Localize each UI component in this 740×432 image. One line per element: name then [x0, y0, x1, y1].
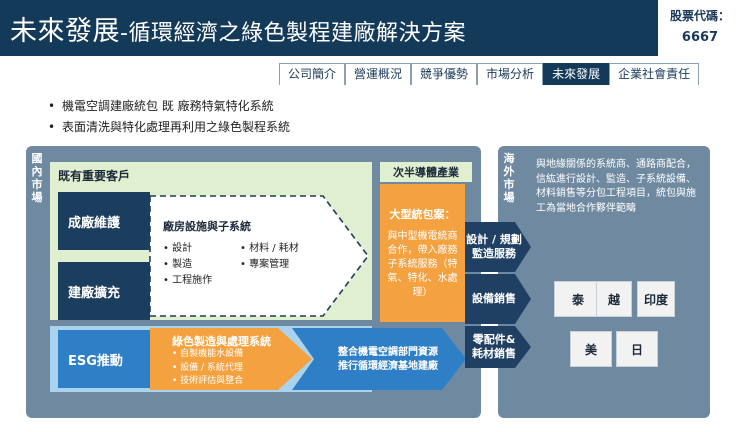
green-process-title: 綠色製造與處理系統	[172, 335, 271, 348]
stock-code-value: 6667	[681, 30, 719, 45]
bullet-list: 機電空調建廠統包 既 廠務特氣特化系統 表面清洗與特化處理再利用之綠色製程系統	[48, 96, 290, 138]
facility-title: 廠房設施與子系統	[163, 220, 251, 233]
country-india: 印度	[637, 281, 675, 317]
maintenance-box: 成廠維護	[58, 192, 150, 250]
existing-customers-title: 既有重要客戶	[58, 169, 131, 183]
tab-future-development[interactable]: 未來發展	[543, 63, 610, 85]
page-title: 未來發展-循環經濟之綠色製程建廠解決方案	[10, 16, 466, 47]
title-bar: 未來發展-循環經濟之綠色製程建廠解決方案	[0, 0, 656, 56]
facility-item: • 工程施作	[163, 275, 213, 286]
output-arrows	[465, 222, 531, 368]
country-thailand: 泰	[554, 281, 602, 317]
stock-code-label: 股票代碼：	[669, 9, 730, 23]
tab-company-intro[interactable]: 公司簡介	[279, 63, 346, 85]
tab-csr[interactable]: 企業社會責任	[609, 63, 700, 85]
output-design-supervision: 設計 / 規劃監造服務	[466, 233, 522, 260]
integration-arrow	[292, 328, 466, 390]
tab-operations[interactable]: 營運概況	[345, 63, 412, 85]
facility-item: • 製造	[163, 259, 193, 270]
green-process-arrow	[150, 328, 312, 390]
green-item: • 自製機能水設備	[172, 349, 244, 359]
tab-market-analysis[interactable]: 市場分析	[477, 63, 544, 85]
country-usa: 美	[570, 331, 612, 367]
country-japan: 日	[616, 331, 658, 367]
green-item: • 設備 / 系統代理	[172, 362, 243, 373]
facility-item: • 設計	[163, 243, 193, 254]
turnkey-box: 大型統包案： 與中型機電統商合作，帶入廠務子系統服務（特氣、特化、水處理）	[380, 184, 465, 322]
output-parts-sales: 零配件&耗材銷售	[472, 333, 516, 360]
turnkey-title: 大型統包案：	[389, 208, 456, 221]
facility-item: • 專案管理	[240, 259, 290, 270]
esg-box: ESG推動	[58, 330, 150, 388]
facility-arrow	[149, 195, 369, 317]
integration-text: 整合機電空調部門資源 推行循環經濟基地建廠	[338, 347, 438, 372]
bullet-item: 機電空調建廠統包 既 廠務特氣特化系統	[48, 96, 290, 117]
overseas-description: 與地緣關係的系統商、通路商配合，信紘進行設計、監造、子系統設備、材料銷售等分包工…	[536, 159, 696, 214]
bullet-item: 表面清洗與特化處理再利用之綠色製程系統	[48, 117, 290, 138]
stock-code-box: 股票代碼： 6667	[656, 0, 740, 56]
facility-col2: • 材料 / 耗材 • 專案管理	[240, 241, 299, 273]
overseas-market-label: 海外市場	[503, 152, 515, 204]
turnkey-desc: 與中型機電統商合作，帶入廠務子系統服務（特氣、特化、水處理）	[387, 231, 458, 298]
facility-item: • 材料 / 耗材	[240, 243, 299, 254]
section-tabs: 公司簡介 營運概況 競爭優勢 市場分析 未來發展 企業社會責任	[279, 63, 700, 85]
green-process-list: • 自製機能水設備 • 設備 / 系統代理 • 技術評估與整合	[172, 348, 243, 389]
green-item: • 技術評估與整合	[172, 376, 244, 386]
expansion-box: 建廠擴充	[58, 262, 150, 320]
country-vietnam: 越	[596, 281, 632, 317]
facility-col1: • 設計 • 製造 • 工程施作	[163, 241, 212, 289]
semi-industry-title: 次半導體產業	[380, 162, 472, 182]
domestic-market-label: 國內市場	[31, 152, 43, 204]
output-equipment-sales: 設備銷售	[472, 292, 516, 305]
tab-competitive-advantage[interactable]: 競爭優勢	[411, 63, 478, 85]
